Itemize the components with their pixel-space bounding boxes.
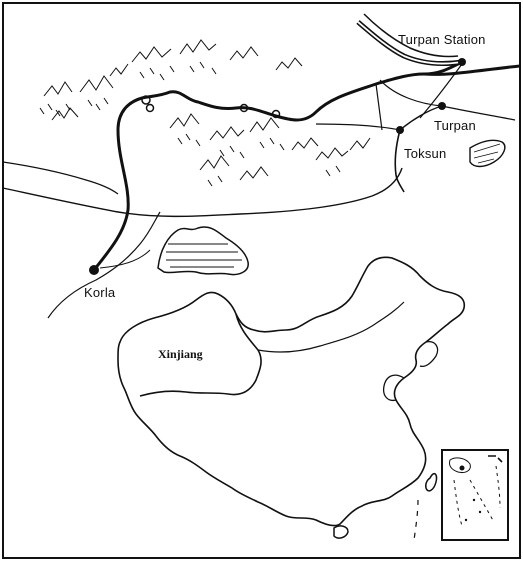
railway-station-marker bbox=[271, 109, 281, 119]
korla-marker bbox=[89, 265, 99, 275]
railway-line bbox=[92, 60, 463, 271]
south-china-sea-inset bbox=[441, 449, 509, 541]
railway-north-double-inner bbox=[357, 21, 463, 65]
label-korla: Korla bbox=[84, 285, 116, 300]
road-toksun-south bbox=[394, 129, 405, 193]
turpan-station-marker bbox=[458, 58, 466, 66]
railway-station-marker bbox=[239, 103, 249, 113]
lake-bosten bbox=[157, 226, 249, 276]
bohai-coast bbox=[382, 374, 405, 402]
south-stream bbox=[99, 249, 151, 269]
lake-aydingkol bbox=[469, 139, 506, 168]
province-boundary bbox=[257, 301, 405, 353]
label-toksun: Toksun bbox=[404, 146, 446, 161]
road-north bbox=[375, 83, 383, 131]
taiwan-island bbox=[425, 472, 438, 492]
road-to-turpan bbox=[379, 79, 443, 107]
china-border bbox=[117, 256, 466, 527]
railway-north-edge bbox=[363, 13, 459, 58]
southern-boundary bbox=[47, 211, 161, 319]
xinjiang-boundary bbox=[139, 313, 262, 397]
road-west-branch bbox=[2, 161, 119, 195]
lake-bosten-hatch bbox=[166, 243, 242, 268]
road-west-east bbox=[315, 123, 401, 131]
lake-aydingkol-hatch bbox=[473, 143, 501, 164]
label-xinjiang: Xinjiang bbox=[158, 347, 203, 361]
railway-east bbox=[423, 64, 521, 76]
railway-station-marker bbox=[141, 95, 151, 105]
label-turpan: Turpan bbox=[434, 118, 476, 133]
mountain-hatching bbox=[39, 39, 371, 187]
label-turpan-station: Turpan Station bbox=[398, 32, 486, 47]
road-turpan-east bbox=[441, 105, 516, 121]
korea-peninsula bbox=[419, 341, 439, 368]
turpan-marker bbox=[438, 102, 446, 110]
basin-boundary bbox=[2, 167, 403, 218]
hainan-island bbox=[333, 525, 349, 539]
sea-boundary-dash bbox=[413, 499, 419, 541]
inset-region-map bbox=[2, 13, 521, 319]
toksun-marker bbox=[396, 126, 404, 134]
railway-station-marker bbox=[145, 103, 155, 113]
china-outline-map bbox=[117, 256, 466, 541]
